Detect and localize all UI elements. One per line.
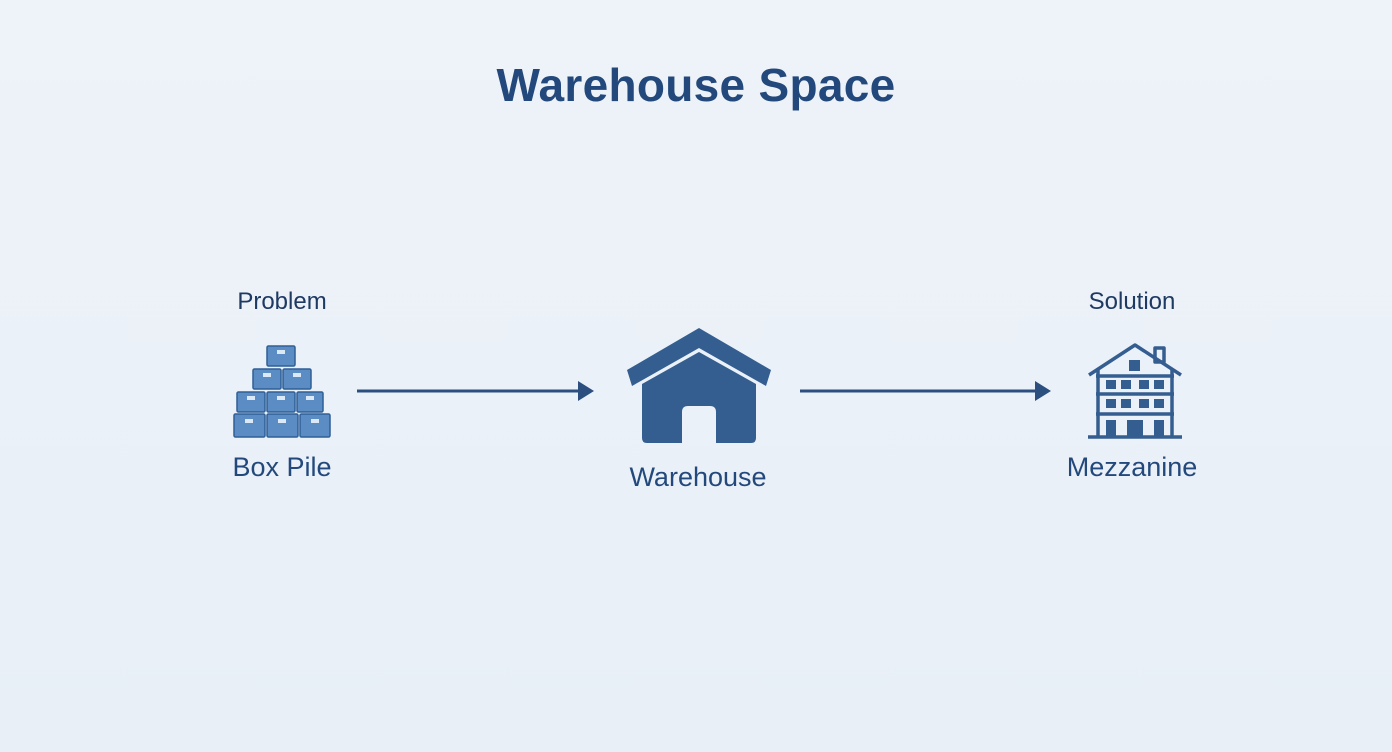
solution-label: Solution xyxy=(1088,288,1176,315)
mezzanine-building-icon xyxy=(1088,343,1182,439)
box-pile-icon xyxy=(233,345,331,438)
problem-label: Problem xyxy=(237,288,327,315)
diagram-title: Warehouse Space xyxy=(496,59,896,111)
box-pile-label: Box Pile xyxy=(232,452,332,482)
arrow-problem-to-warehouse xyxy=(357,381,594,401)
warehouse-label: Warehouse xyxy=(629,462,767,492)
house-icon xyxy=(627,328,771,443)
mezzanine-label: Mezzanine xyxy=(1066,452,1198,482)
arrow-warehouse-to-solution xyxy=(800,381,1051,401)
